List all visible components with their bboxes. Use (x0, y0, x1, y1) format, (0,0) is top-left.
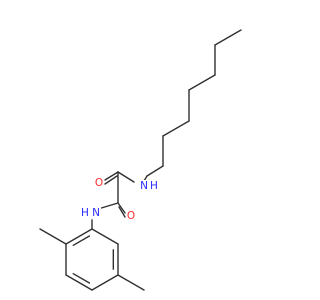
nitrogen-atom-2-bg (91, 207, 101, 219)
methyl-bond-meta (117, 274, 145, 291)
chain-bond (188, 74, 216, 91)
ring-bond (91, 274, 119, 291)
methyl-bond-ortho (39, 228, 67, 245)
ring-bond (91, 228, 119, 245)
oxygen-atom-2-bg (126, 210, 136, 222)
c-o2-bond (117, 202, 126, 214)
hydrogen-atom-1: H (150, 180, 158, 192)
hydrogen-atom-2: H (81, 207, 89, 219)
c-o2-bond-2 (118, 206, 126, 218)
nitrogen-atom-1-bg (139, 180, 149, 192)
ring-bond (65, 228, 93, 245)
hydrogen-atom-1-bg (149, 180, 159, 192)
oxygen-atom-1: O (95, 177, 103, 189)
oxygen-atom-1-bg (94, 177, 104, 189)
chain-bond (146, 165, 164, 177)
n1-c-bond (117, 171, 135, 183)
nitrogen-atom-2: N (92, 207, 100, 219)
oxygen-atom-2: O (127, 210, 135, 222)
c-n2-bond (97, 202, 119, 210)
hydrogen-atom-2-bg (80, 207, 90, 219)
aromatic-inner-bond (72, 272, 91, 284)
c-o1-bond (104, 171, 119, 181)
chain-bond (214, 29, 242, 46)
aromatic-inner-bond (72, 235, 91, 247)
c-o1-bond-2 (104, 175, 118, 185)
chain-bond (162, 120, 190, 137)
nitrogen-atom-1: N (140, 180, 148, 192)
ring-bond (65, 274, 93, 291)
